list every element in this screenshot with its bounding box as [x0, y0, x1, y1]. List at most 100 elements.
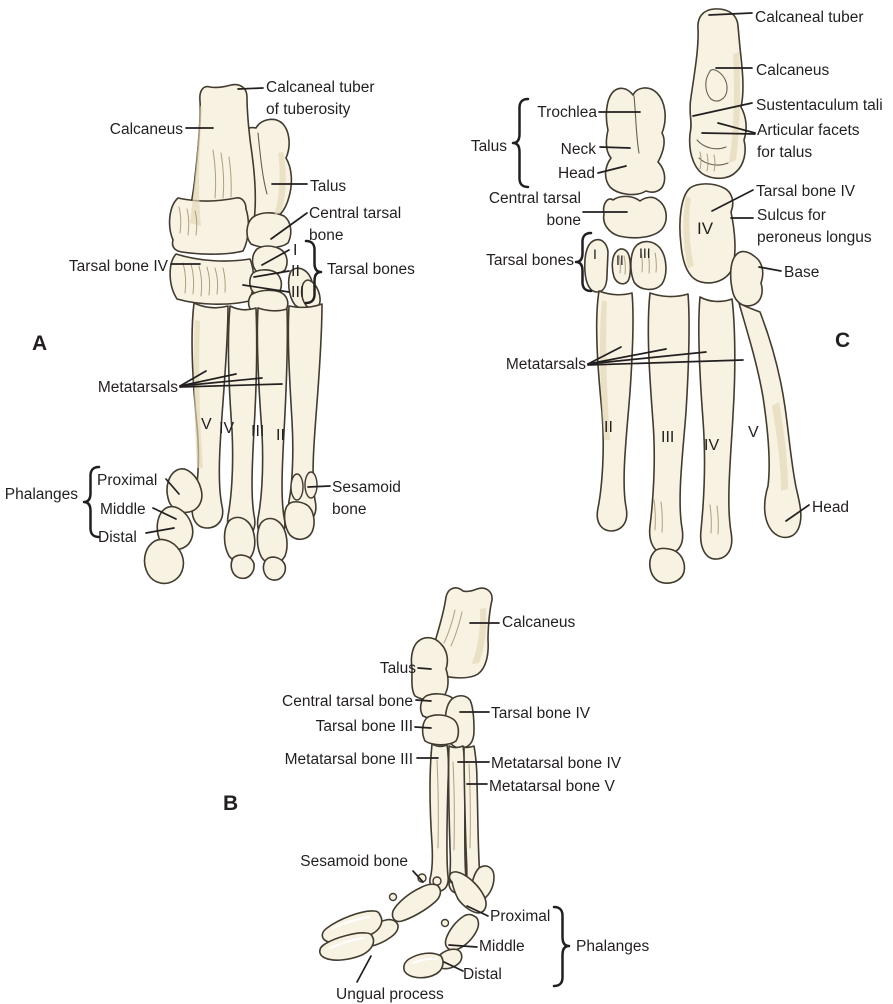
label-central-tarsal: Central tarsal bone [309, 205, 402, 244]
bone-shading [193, 320, 203, 468]
tarsal-bone-ii [611, 248, 632, 285]
label-articular-facets: Articular facets for talus [757, 122, 860, 161]
label-sesamoid-bone: Sesamoid bone [300, 853, 408, 870]
phalanx-bone [283, 500, 315, 541]
label-tarsal-bone-iii: Tarsal bone III [315, 718, 413, 735]
ungual-process-claw [403, 952, 444, 979]
metatarsal-iii-bone [429, 743, 450, 892]
leader-line [597, 165, 627, 174]
tarsal-bones-bracket [304, 239, 323, 305]
label-phalanges: Phalanges [4, 486, 78, 503]
leader-line [179, 373, 237, 387]
bone-hatching [699, 151, 716, 172]
leader-line [587, 351, 707, 365]
label-central-tarsal: Central tarsal bone [282, 693, 413, 710]
tarsal-bones-bracket [574, 231, 593, 293]
leader-line [145, 527, 175, 534]
phalanges-bracket [552, 905, 571, 988]
bone-hatching [212, 149, 232, 199]
label-sulcus-peroneus: Sulcus for peroneus longus [757, 207, 872, 246]
tarsal-row-bone [168, 197, 250, 255]
leader-line [415, 699, 432, 702]
central-tarsal-bone [602, 195, 667, 239]
proximal-phalanx-bone [448, 871, 487, 914]
talus-bracket [511, 97, 530, 189]
numeral-tarsal-iii: III [639, 245, 651, 261]
numeral-metatarsal-iii: III [661, 429, 675, 446]
bone-shading [683, 196, 694, 268]
leader-line [758, 266, 782, 272]
digit-stub-bone [230, 554, 255, 580]
label-metatarsals: Metatarsals [97, 379, 178, 396]
label-calcaneal-tuber: Calcaneal tuber of tuberosity [266, 79, 375, 118]
leader-line [179, 377, 263, 387]
leader-line [466, 905, 489, 917]
numeral-tarsal-i: I [293, 242, 298, 259]
digit-stub-bone [262, 556, 287, 581]
view-a-bones [143, 83, 323, 585]
metatarsal-iv-bone [697, 296, 736, 560]
numeral-metatarsal-iv: IV [704, 437, 720, 454]
label-distal: Distal [463, 966, 502, 983]
calcaneus-bone [688, 8, 747, 180]
leader-line [242, 284, 290, 293]
label-middle: Middle [100, 501, 146, 518]
claw-bone [318, 932, 375, 961]
label-head-metatarsal: Head [812, 499, 850, 516]
leader-lines [145, 12, 810, 983]
label-metatarsals: Metatarsals [505, 356, 586, 373]
leader-line [711, 189, 754, 212]
bone-hatching [182, 262, 226, 297]
numeral-metatarsal-ii: II [276, 427, 285, 444]
leader-line [701, 132, 756, 135]
middle-phalanx-bone [156, 505, 194, 551]
bone-shading [600, 300, 610, 440]
leader-line [785, 504, 810, 522]
brackets [82, 97, 593, 988]
label-head-talus: Head [557, 165, 595, 182]
leader-line [152, 507, 177, 520]
tarsal-bone-iii [421, 714, 460, 746]
numeral-tarsal-iv: IV [697, 219, 714, 238]
label-central-tarsal: Central tarsal bone [488, 190, 581, 229]
label-talus: Talus [379, 660, 416, 677]
leader-line [599, 146, 631, 149]
label-talus: Talus [470, 138, 507, 155]
label-tarsal-bones: Tarsal bones [486, 252, 574, 269]
numeral-metatarsal-v: V [748, 424, 759, 441]
sesamoid-bone [388, 892, 398, 902]
claw-highlight [328, 915, 438, 965]
label-calcaneus: Calcaneus [109, 121, 183, 138]
leader-line [253, 270, 290, 278]
middle-phalanx-bone [444, 913, 480, 951]
leader-line [448, 944, 478, 948]
label-base: Base [784, 264, 820, 281]
leader-line [717, 122, 756, 134]
trochlea-groove [633, 95, 640, 154]
leader-line [307, 485, 331, 488]
metatarsal-iii-bone [647, 292, 690, 555]
leader-line [237, 87, 264, 90]
metatarsal-v-base-bone [729, 250, 764, 307]
proximal-phalanx-bone [166, 468, 203, 514]
label-middle: Middle [479, 938, 525, 955]
leader-line [587, 346, 622, 365]
central-tarsal-bone [246, 212, 292, 249]
bone-hatching [436, 759, 471, 851]
metatarsal-v-bone [738, 302, 802, 539]
leader-line [417, 667, 432, 670]
sesamoid-bone [290, 473, 304, 501]
leader-line [261, 249, 290, 266]
label-tarsal-bone-iv: Tarsal bone IV [68, 258, 168, 275]
bone-shading [190, 106, 202, 226]
view-letter-c: C [835, 329, 851, 352]
label-ungual-process: Ungual process [336, 986, 444, 1003]
numeral-metatarsal-v: V [201, 416, 212, 433]
label-talus: Talus [310, 178, 347, 195]
bone-shading [472, 608, 487, 664]
digit-stub-bone [256, 517, 288, 565]
leader-line [270, 212, 308, 240]
view-b-bones [318, 587, 495, 979]
numeral-metatarsal-iii: III [251, 423, 265, 440]
